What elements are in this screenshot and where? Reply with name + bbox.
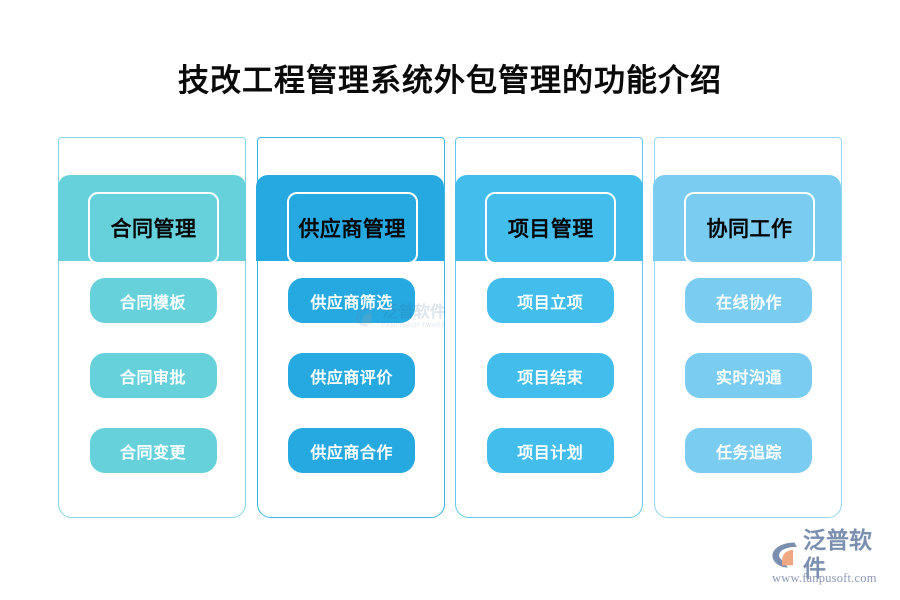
fanpu-logo-icon — [772, 542, 797, 568]
feature-column-project-management[interactable]: 项目管理 项目立项 项目结束 项目计划 — [454, 137, 644, 518]
feature-item[interactable]: 项目结束 — [486, 353, 614, 398]
logo-url[interactable]: www.fanpusoft.com — [772, 571, 877, 585]
column-items: 项目立项 项目结束 项目计划 — [456, 278, 644, 473]
logo-row: 泛普软件 — [770, 528, 890, 581]
feature-item[interactable]: 供应商筛选 — [288, 278, 416, 323]
feature-item[interactable]: 项目计划 — [486, 428, 614, 473]
feature-item[interactable]: 任务追踪 — [685, 428, 813, 473]
feature-item[interactable]: 实时沟通 — [685, 353, 813, 398]
column-header-label[interactable]: 供应商管理 — [286, 192, 418, 264]
feature-column-collaborative-work[interactable]: 协同工作 在线协作 实时沟通 任务追踪 — [653, 137, 843, 518]
feature-item[interactable]: 合同变更 — [89, 428, 217, 473]
feature-item[interactable]: 供应商评价 — [288, 353, 416, 398]
feature-item[interactable]: 项目立项 — [486, 278, 614, 323]
column-header-label[interactable]: 协同工作 — [683, 192, 815, 264]
logo-brand-cn: 泛普软件 — [803, 528, 872, 581]
page-title: 技改工程管理系统外包管理的功能介绍 — [178, 63, 722, 98]
column-header-label[interactable]: 项目管理 — [485, 192, 617, 264]
feature-item[interactable]: 供应商合作 — [288, 428, 416, 473]
column-items: 合同模板 合同审批 合同变更 — [59, 278, 247, 473]
column-items: 在线协作 实时沟通 任务追踪 — [655, 278, 843, 473]
feature-item[interactable]: 合同模板 — [89, 278, 217, 323]
column-items: 供应商筛选 供应商评价 供应商合作 — [258, 278, 446, 473]
feature-columns-board: 合同管理 合同模板 合同审批 合同变更 供应商管理 供应商筛选 供应商评价 供应… — [57, 137, 843, 518]
fanpu-logo[interactable]: 泛普软件 www.fanpusoft.com — [770, 528, 890, 588]
feature-column-contract-management[interactable]: 合同管理 合同模板 合同审批 合同变更 — [57, 137, 247, 518]
column-header-label[interactable]: 合同管理 — [88, 192, 219, 264]
feature-item[interactable]: 合同审批 — [89, 353, 217, 398]
feature-column-supplier-management[interactable]: 供应商管理 供应商筛选 供应商评价 供应商合作 — [256, 137, 446, 518]
feature-item[interactable]: 在线协作 — [685, 278, 813, 323]
